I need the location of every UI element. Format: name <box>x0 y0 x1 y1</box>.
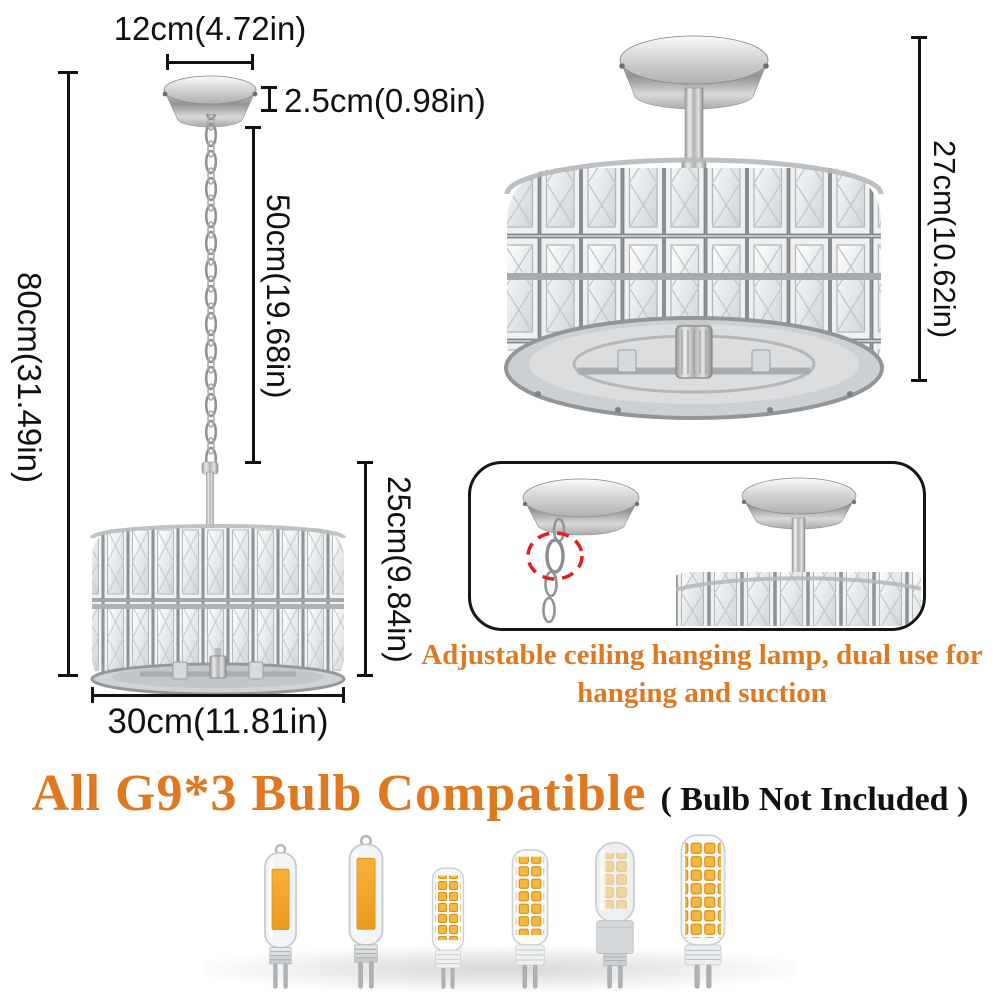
dual-use-caption-line2: hanging and suction <box>577 677 827 709</box>
flush-rod <box>681 87 707 170</box>
flush-canopy <box>619 35 769 110</box>
pendant-crystal-drum <box>90 524 346 695</box>
g9-bulb-row <box>256 826 730 990</box>
dimension-label-canopy-width: 12cm(4.72in) <box>113 10 307 47</box>
pendant-rod <box>201 461 219 535</box>
bulb-compatibility-title: All G9*3 Bulb Compatible <box>31 765 647 822</box>
dual-use-panel <box>468 461 926 631</box>
flush-crystal-drum <box>504 157 884 420</box>
adjustable-hook-highlight-circle <box>526 531 584 581</box>
dimension-label-shade-width: 30cm(11.81in) <box>107 702 329 741</box>
hanging-mount-detail-photo <box>522 478 640 624</box>
dimension-line-chain-length <box>245 126 261 464</box>
pendant-canopy <box>162 75 258 128</box>
g9-glass-led-bulb-tall-icon <box>348 834 383 989</box>
dual-use-caption: Adjustable ceiling hanging lamp, dual us… <box>402 636 1000 712</box>
g9-smd-led-bulb-icon <box>511 849 549 989</box>
dimension-line-total-height <box>58 71 78 677</box>
bulb-not-included-note: ( Bulb Not Included ) <box>660 781 969 818</box>
dimension-line-canopy-width <box>166 54 254 70</box>
dimension-label-canopy-height: 2.5cm(0.98in) <box>284 82 486 119</box>
bulb-compatibility-heading: All G9*3 Bulb Compatible ( Bulb Not Incl… <box>0 764 1000 823</box>
dimension-line-canopy-height <box>261 86 277 112</box>
dimension-line-flush-height <box>911 36 927 382</box>
dimension-label-flush-height: 27cm(10.62in) <box>927 140 962 339</box>
dimension-line-shade-height <box>357 461 373 677</box>
dimension-label-shade-height: 25cm(9.84in) <box>381 476 417 663</box>
dimension-line-shade-width <box>91 687 345 703</box>
pendant-lamp-illustration <box>90 75 346 695</box>
dimension-label-chain-length: 50cm(19.68in) <box>260 194 296 399</box>
g9-corn-led-bulb-large-icon <box>680 834 726 989</box>
g9-smd-led-bulb-small-icon <box>432 867 465 989</box>
g9-frosted-led-bulb-icon <box>595 841 636 989</box>
flush-mount-lamp-photo <box>504 35 884 420</box>
g9-glass-led-bulb-icon <box>264 843 297 989</box>
dimension-label-total-height: 80cm(31.49in) <box>11 272 48 483</box>
suction-mount-detail-photo <box>676 477 921 626</box>
pendant-chain <box>203 114 217 466</box>
dual-use-caption-line1: Adjustable ceiling hanging lamp, dual us… <box>421 639 983 671</box>
